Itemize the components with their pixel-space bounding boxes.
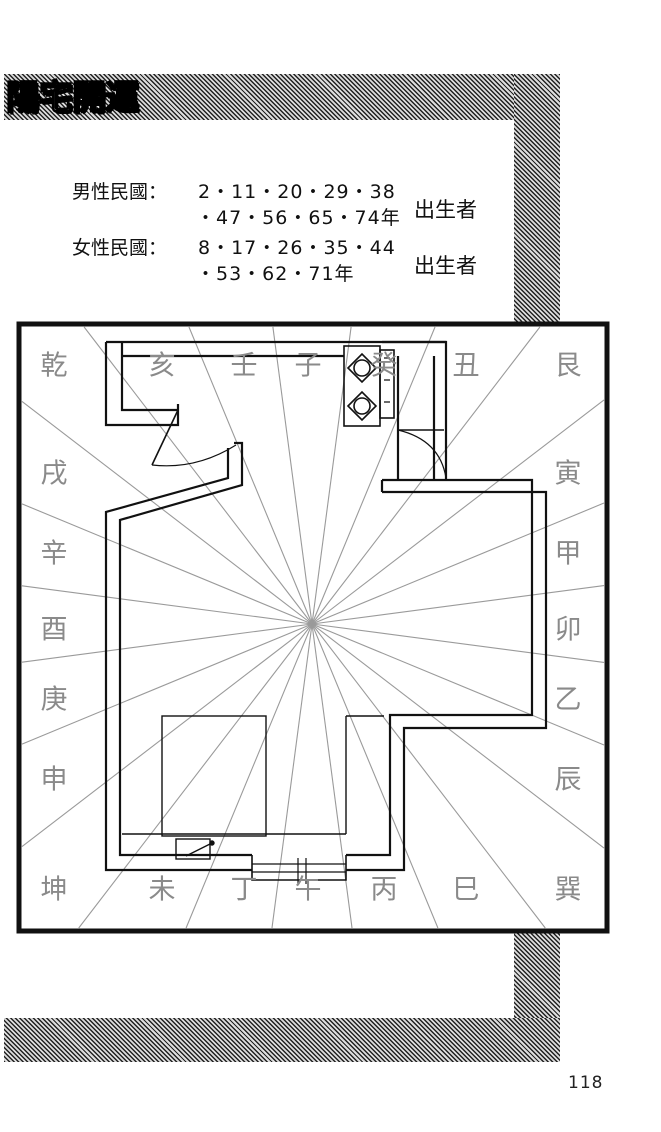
compass-ray	[78, 623, 313, 929]
direction-label: 壬	[231, 351, 258, 382]
page-header-title: 陽宅開運	[5, 77, 140, 119]
male-birth-years: 男性民國： 2・11・20・29・38 ・47・56・65・74年 出生者	[72, 178, 512, 234]
compass-ray	[272, 326, 313, 625]
birth-year-info: 男性民國： 2・11・20・29・38 ・47・56・65・74年 出生者 女性…	[72, 178, 512, 290]
direction-label: 坤	[41, 875, 68, 906]
right-hatch-band	[514, 74, 560, 324]
male-label: 男性民國：	[72, 181, 168, 203]
direction-label: 丁	[231, 875, 258, 906]
compass-ray	[311, 326, 541, 625]
direction-label: 酉	[41, 615, 68, 646]
compass-ray	[311, 326, 436, 625]
compass-ray	[188, 326, 313, 625]
direction-label: 艮	[555, 351, 582, 382]
direction-label: 庚	[41, 685, 68, 716]
compass-ray	[311, 502, 605, 625]
direction-label: 丙	[371, 875, 398, 906]
direction-label: 未	[149, 875, 176, 906]
direction-label: 卯	[555, 615, 582, 646]
male-years-line1: 2・11・20・29・38	[198, 181, 396, 203]
compass-ray	[21, 585, 313, 625]
stove	[343, 345, 395, 427]
furniture	[122, 715, 384, 860]
floor-plan-walls	[104, 340, 548, 884]
compass-ray	[185, 623, 313, 929]
direction-label: 申	[41, 765, 68, 796]
compass-rays	[21, 326, 605, 929]
direction-label: 子	[295, 351, 322, 382]
compass-ray	[311, 623, 605, 849]
direction-label: 巽	[555, 875, 582, 906]
direction-label: 辛	[41, 539, 68, 570]
direction-label: 甲	[555, 539, 582, 570]
direction-label: 乙	[555, 685, 582, 716]
direction-label: 癸	[371, 351, 398, 382]
page-number: 118	[568, 1073, 604, 1093]
compass-ray	[311, 399, 605, 625]
doors	[151, 409, 447, 479]
direction-label: 丑	[453, 351, 480, 382]
compass-ray	[21, 503, 313, 625]
female-birth-years: 女性民國： 8・17・26・35・44 ・53・62・71年 出生者	[72, 234, 512, 290]
female-years-line2: ・53・62・71年	[196, 263, 355, 285]
female-years-line1: 8・17・26・35・44	[198, 237, 396, 259]
bottom-hatch-band	[4, 1018, 560, 1062]
direction-label: 寅	[555, 459, 582, 490]
compass-ray	[21, 401, 313, 625]
male-suffix: 出生者	[414, 198, 477, 222]
compass-ray	[311, 585, 605, 625]
direction-label: 午	[295, 875, 322, 906]
compass-ray	[21, 623, 313, 745]
compass-ray	[311, 623, 439, 929]
compass-ray	[311, 623, 546, 929]
female-label: 女性民國：	[72, 237, 168, 259]
direction-label: 亥	[149, 351, 176, 382]
male-years-line2: ・47・56・65・74年	[196, 207, 401, 229]
female-suffix: 出生者	[414, 254, 477, 278]
direction-label: 乾	[41, 351, 68, 382]
compass-ray	[311, 623, 605, 663]
direction-label: 巳	[453, 875, 480, 906]
header-hatch-band	[4, 74, 560, 120]
compass-ray	[21, 623, 313, 847]
direction-label: 戌	[41, 459, 68, 490]
compass-ray	[311, 623, 605, 746]
direction-label: 辰	[555, 765, 582, 796]
compass-ray	[21, 623, 313, 663]
compass-ray	[271, 623, 313, 929]
